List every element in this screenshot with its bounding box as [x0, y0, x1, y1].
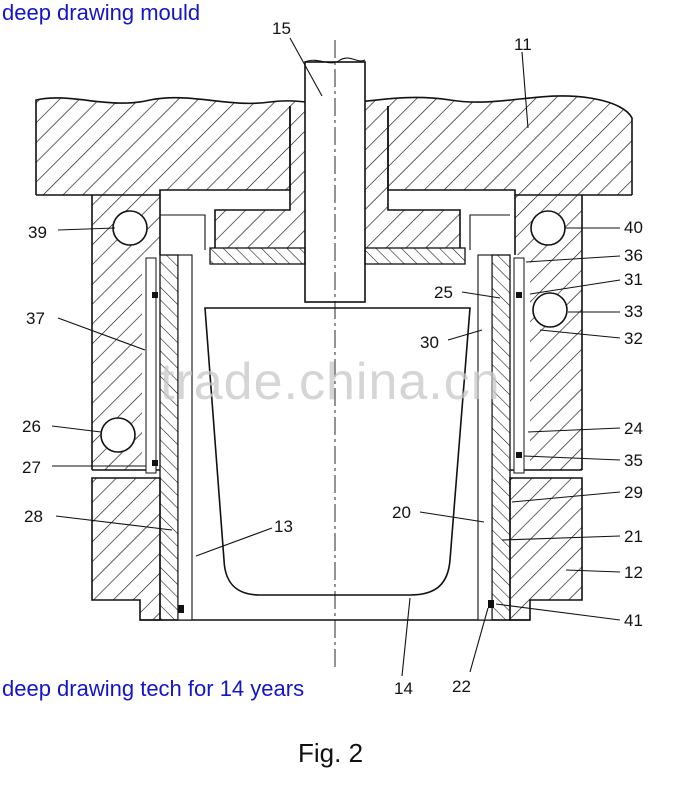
label-29: 29: [624, 483, 643, 502]
label-15: 15: [272, 19, 291, 38]
label-26: 26: [22, 417, 41, 436]
footer-caption: deep drawing tech for 14 years: [2, 676, 305, 701]
label-27: 27: [22, 458, 41, 477]
figure-caption: Fig. 2: [298, 738, 364, 768]
label-40: 40: [624, 218, 643, 237]
drawn-cup: [204, 307, 471, 596]
label-13: 13: [274, 517, 293, 536]
label-30: 30: [420, 333, 439, 352]
label-14: 14: [394, 679, 413, 698]
label-21: 21: [624, 527, 643, 546]
label-39: 39: [28, 223, 47, 242]
label-31: 31: [624, 270, 643, 289]
label-35: 35: [624, 451, 643, 470]
label-11: 11: [514, 35, 532, 54]
watermark: trade.china.cn: [160, 353, 501, 411]
label-20: 20: [392, 503, 411, 522]
label-22: 22: [452, 677, 471, 696]
label-24: 24: [624, 419, 643, 438]
label-32: 32: [624, 329, 643, 348]
label-41: 41: [624, 611, 643, 630]
label-37: 37: [26, 309, 45, 328]
label-33: 33: [624, 302, 643, 321]
label-25: 25: [434, 283, 453, 302]
header-caption: deep drawing mould: [2, 0, 201, 25]
label-12: 12: [624, 563, 643, 582]
label-28: 28: [24, 507, 43, 526]
label-36: 36: [624, 246, 643, 265]
